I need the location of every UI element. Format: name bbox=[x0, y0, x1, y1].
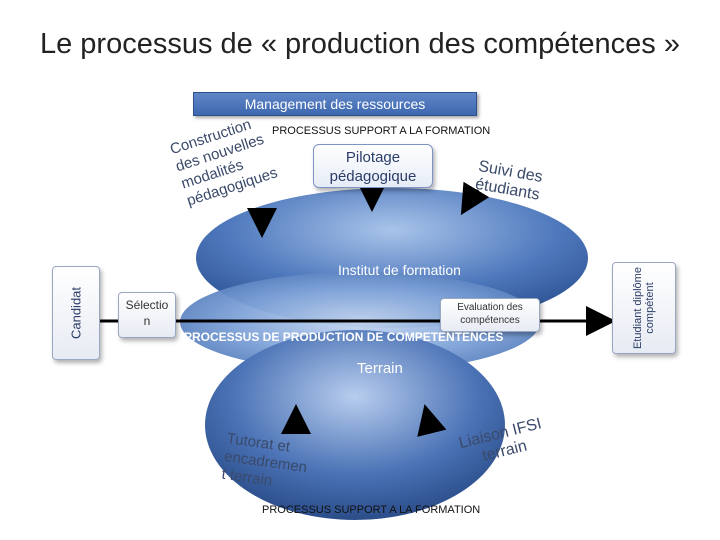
management-banner: Management des ressources bbox=[193, 92, 477, 116]
institut-label: Institut de formation bbox=[338, 262, 461, 278]
etudiant-label: Etudiant diplôme compétent bbox=[632, 267, 656, 349]
evaluation-line1: Evaluation des bbox=[457, 302, 523, 313]
etudiant-box: Etudiant diplôme compétent bbox=[612, 262, 676, 354]
pilotage-line1: Pilotage bbox=[345, 149, 401, 166]
construction-arrow bbox=[246, 207, 277, 238]
selection-box: Sélectio n bbox=[118, 292, 176, 338]
suivi-arrow bbox=[460, 181, 490, 216]
page-title: Le processus de « production des compéte… bbox=[39, 28, 680, 60]
terrain-ellipse bbox=[205, 330, 505, 520]
candidat-box: Candidat bbox=[52, 266, 100, 360]
pilotage-box: Pilotage pédagogique bbox=[313, 144, 433, 188]
tutorat-arrow bbox=[280, 404, 311, 435]
support-process-bottom-label: PROCESSUS SUPPORT A LA FORMATION bbox=[262, 504, 481, 516]
production-process-label: PROCESSUS DE PRODUCTION DE COMPETENTENCE… bbox=[184, 330, 504, 344]
evaluation-box: Evaluation des compétences bbox=[440, 298, 540, 332]
terrain-label: Terrain bbox=[357, 360, 403, 377]
candidat-label: Candidat bbox=[68, 286, 84, 340]
selection-line1: Sélectio bbox=[125, 298, 169, 312]
evaluation-line2: compétences bbox=[460, 315, 520, 326]
pilotage-line2: pédagogique bbox=[329, 168, 417, 185]
liaison-arrow bbox=[417, 404, 447, 437]
support-process-top-label: PROCESSUS SUPPORT A LA FORMATION bbox=[272, 125, 491, 137]
selection-line2: n bbox=[143, 314, 151, 328]
